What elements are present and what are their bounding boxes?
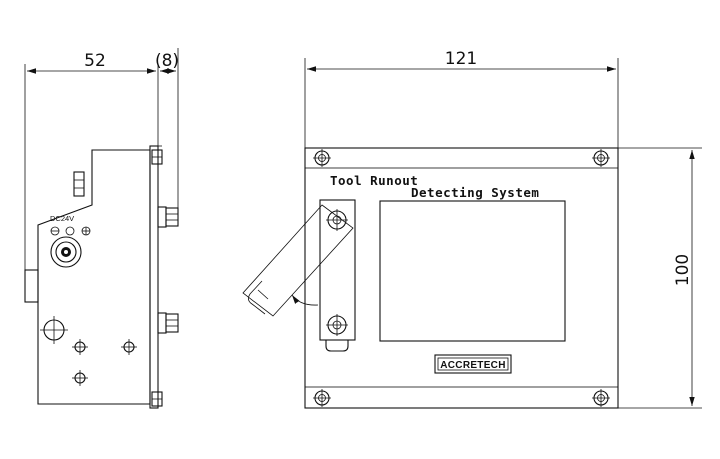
swung-bracket	[242, 204, 354, 317]
side-screws	[151, 149, 179, 407]
mounting-bracket	[319, 199, 356, 352]
panel-title-line2: Detecting System	[411, 185, 539, 200]
dimension-width-label: 121	[445, 49, 477, 69]
side-view: 52 (8)	[24, 48, 179, 409]
side-holes	[40, 316, 137, 386]
dimension-protrusion-label: (8)	[155, 51, 179, 71]
panel-title-line1: Tool Runout	[330, 173, 418, 188]
power-connector	[50, 236, 82, 268]
dimension-height-label: 100	[673, 254, 693, 286]
front-panel-inner	[304, 167, 619, 388]
dimension-height: 100	[673, 150, 695, 406]
dimension-depth: 52	[27, 51, 156, 74]
accretech-logo: ACCRETECH	[434, 354, 512, 374]
logo-text: ACCRETECH	[440, 360, 505, 371]
polarity-symbols	[50, 226, 91, 236]
side-body-outline	[37, 149, 151, 405]
dimension-width: 121	[307, 49, 616, 72]
top-bracket	[73, 171, 85, 197]
bracket-plate	[319, 199, 356, 341]
voltage-label: DC24V	[50, 214, 74, 223]
dimension-depth-label: 52	[84, 51, 106, 71]
front-plate-side	[149, 145, 159, 409]
rear-connector	[24, 269, 39, 303]
display-window	[379, 200, 566, 342]
dimension-protrusion: (8)	[155, 51, 179, 74]
corner-screws	[313, 149, 610, 407]
front-view: 121 100	[242, 49, 702, 409]
